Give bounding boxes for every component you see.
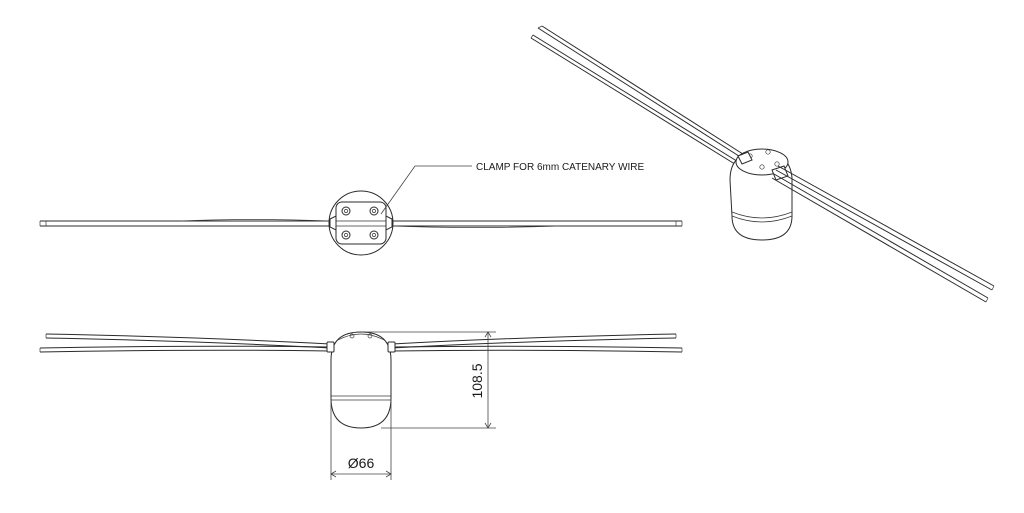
height-dimension: 108.5 [361, 331, 496, 429]
callout-leader-line [380, 165, 472, 215]
iso-band [731, 211, 793, 219]
iso-wire-lower [771, 165, 995, 303]
height-dimension-label: 108.5 [469, 363, 485, 398]
side-view-clamps [326, 333, 396, 353]
isometric-view [530, 25, 995, 303]
clamp-callout: CLAMP FOR 6mm CATENARY WIRE [380, 162, 645, 215]
callout-label: CLAMP FOR 6mm CATENARY WIRE [476, 162, 645, 173]
top-view-bolts [341, 206, 379, 240]
diameter-dimension: Ø66 [330, 400, 392, 480]
side-view [39, 331, 683, 429]
side-view-body [330, 331, 392, 429]
top-view [39, 190, 683, 256]
top-view-wire [39, 219, 683, 228]
side-view-cap-dome [337, 333, 385, 341]
diameter-dimension-label: Ø66 [348, 455, 375, 471]
side-view-wire [39, 333, 683, 353]
iso-wire-upper [530, 25, 747, 167]
